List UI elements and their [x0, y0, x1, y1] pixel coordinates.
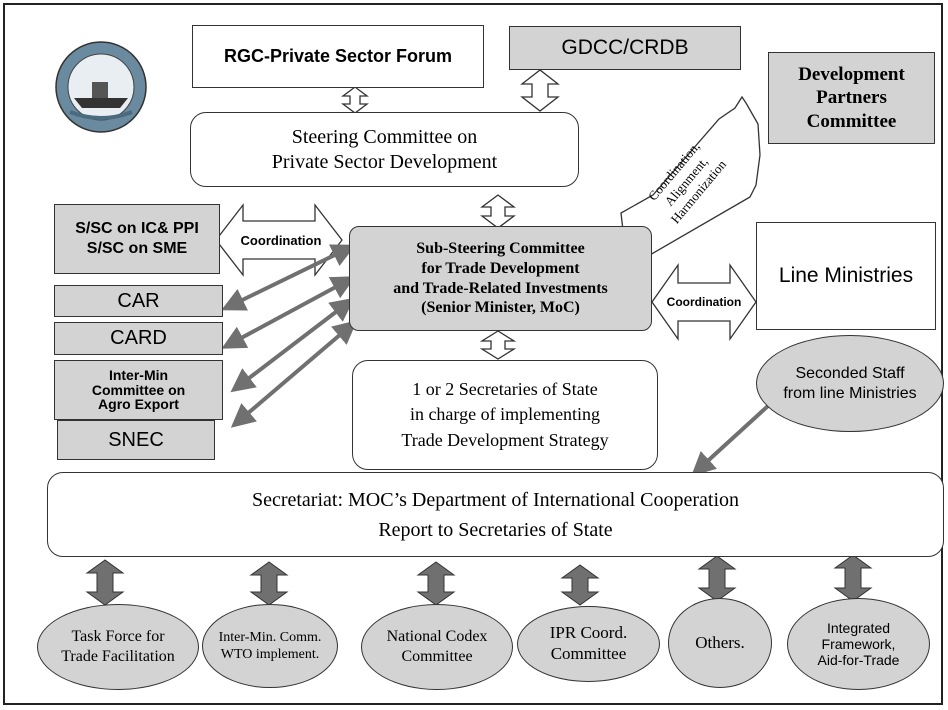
others-ellipse: Others. [668, 598, 772, 688]
logo-emblem [55, 41, 147, 133]
arrow-snec-subsc [230, 320, 358, 428]
development-partners-committee: Development Partners Committee [768, 52, 935, 144]
arrow-others [697, 555, 737, 602]
diagram-frame [3, 3, 943, 705]
arrow-wto [249, 561, 289, 606]
arrow-seconded-secretariat [691, 386, 789, 477]
double-arrow-gdcc-steering [520, 69, 560, 112]
sub-steering-committee: Sub-Steering Committee for Trade Develop… [349, 226, 652, 331]
coordination-left-label: Coordination [241, 233, 322, 248]
ipr-coord-committee: IPR Coord. Committee [517, 606, 660, 682]
gdcc-crdb-box: GDCC/CRDB [509, 26, 741, 70]
car-box: CAR [54, 285, 223, 317]
steering-committee-psd: Steering Committee on Private Sector Dev… [190, 112, 579, 187]
arrow-ipr [560, 564, 600, 606]
intermin-agro-export: Inter-Min Committee on Agro Export [54, 360, 223, 420]
national-codex-committee: National Codex Committee [361, 604, 513, 690]
rgc-private-sector-forum: RGC-Private Sector Forum [192, 25, 484, 88]
bottom-arrows [85, 554, 873, 606]
double-arrow-subsc-secretaries [479, 330, 517, 360]
card-box: CARD [54, 322, 223, 355]
double-arrow-forum-steering [341, 86, 369, 114]
arrow-codex [416, 561, 456, 606]
secretaries-of-state-box: 1 or 2 Secretaries of State in charge of… [352, 360, 658, 470]
arrow-taskforce [85, 559, 125, 606]
arrow-card-subsc [221, 276, 356, 349]
arrow-integrated [833, 554, 873, 602]
intermin-wto-implement: Inter-Min. Comm. WTO implement. [202, 604, 338, 688]
ssc-ic-ppi-sme: S/SC on IC& PPI S/SC on SME [54, 204, 220, 274]
double-arrow-steering-subsc [480, 194, 516, 229]
secretariat-box: Secretariat: MOC’s Department of Interna… [47, 472, 944, 557]
task-force-trade-facilitation: Task Force for Trade Facilitation [37, 604, 199, 690]
snec-box: SNEC [57, 420, 215, 460]
diagonal-arrows [221, 244, 789, 477]
line-ministries-box: Line Ministries [756, 222, 936, 330]
coordination-right-label: Coordination [667, 295, 742, 309]
seconded-staff-ellipse: Seconded Staff from line Ministries [756, 335, 944, 432]
integrated-framework-aid-for-trade: Integrated Framework, Aid-for-Trade [787, 598, 930, 690]
